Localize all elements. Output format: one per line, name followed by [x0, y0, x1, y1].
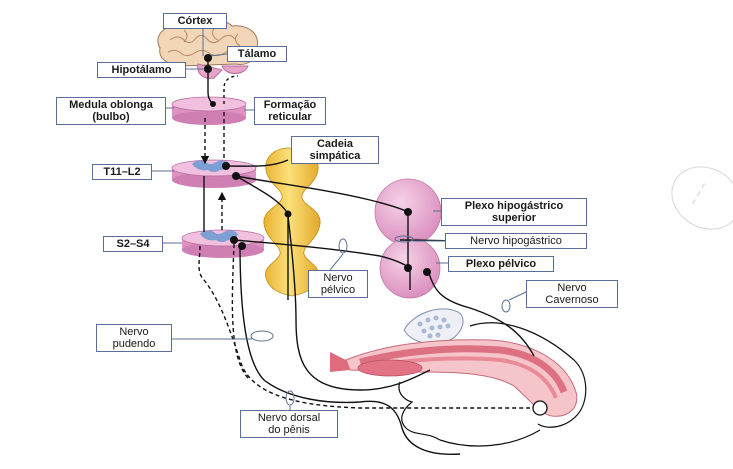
label-s2-s4: S2–S4	[103, 236, 163, 252]
spinal-segment-s2-s4	[182, 230, 264, 258]
spinal-segment-t11-l2	[172, 160, 256, 188]
label-t11-l2: T11–L2	[92, 164, 152, 180]
label-hipotalamo: Hipotálamo	[97, 62, 186, 78]
label-plexo-pelvico: Plexo pélvico	[448, 256, 554, 272]
label-talamo: Tálamo	[227, 46, 287, 62]
medulla-disc	[172, 97, 246, 125]
label-cortex: Córtex	[163, 13, 227, 29]
label-nervo-hipogastrico: Nervo hipogástrico	[445, 233, 587, 249]
penis-anatomy-illustration	[330, 309, 586, 446]
label-medula-oblonga: Medula oblonga(bulbo)	[56, 97, 166, 125]
